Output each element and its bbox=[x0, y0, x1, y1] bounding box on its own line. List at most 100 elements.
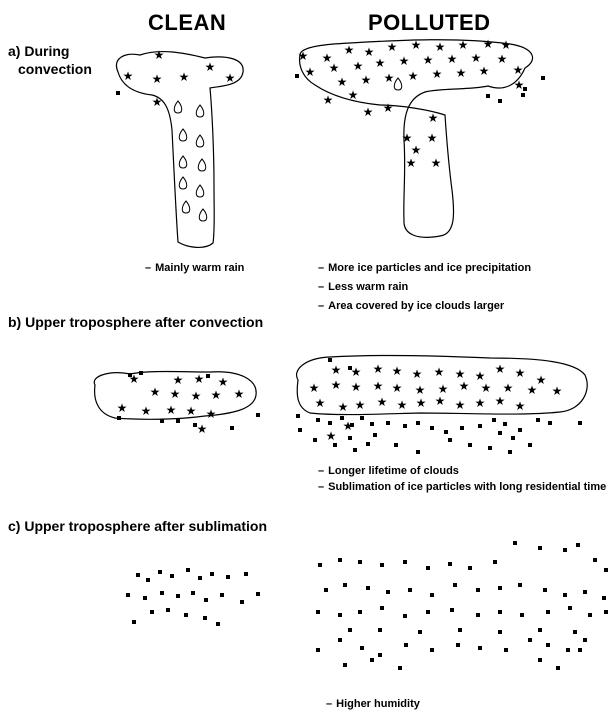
aerosol-square-dot-icon bbox=[348, 366, 352, 370]
aerosol-square-dot-icon bbox=[170, 574, 174, 578]
ice-particle-star-icon: ★ bbox=[411, 38, 422, 52]
aerosol-square-dot-icon bbox=[220, 593, 224, 597]
ice-particle-star-icon: ★ bbox=[315, 396, 326, 410]
ice-particle-star-icon: ★ bbox=[305, 65, 316, 79]
note-clean-a: –Mainly warm rain bbox=[145, 262, 244, 274]
ice-particle-star-icon: ★ bbox=[447, 52, 458, 66]
aerosol-square-dot-icon bbox=[343, 583, 347, 587]
ice-particle-star-icon: ★ bbox=[117, 401, 128, 415]
aerosol-square-dot-icon bbox=[333, 443, 337, 447]
ice-particle-star-icon: ★ bbox=[234, 387, 245, 401]
ice-particle-star-icon: ★ bbox=[383, 101, 394, 115]
aerosol-square-dot-icon bbox=[316, 648, 320, 652]
ice-particle-star-icon: ★ bbox=[351, 365, 362, 379]
ice-particle-star-icon: ★ bbox=[406, 156, 417, 170]
aerosol-square-dot-icon bbox=[186, 568, 190, 572]
aerosol-square-dot-icon bbox=[366, 586, 370, 590]
ice-particle-star-icon: ★ bbox=[326, 429, 337, 443]
aerosol-square-dot-icon bbox=[521, 93, 525, 97]
aerosol-square-dot-icon bbox=[528, 638, 532, 642]
aerosol-square-dot-icon bbox=[244, 572, 248, 576]
ice-particle-star-icon: ★ bbox=[373, 379, 384, 393]
aerosol-square-dot-icon bbox=[468, 566, 472, 570]
ice-particle-star-icon: ★ bbox=[191, 389, 202, 403]
ice-particle-star-icon: ★ bbox=[483, 37, 494, 51]
ice-particle-star-icon: ★ bbox=[431, 156, 442, 170]
aerosol-square-dot-icon bbox=[340, 416, 344, 420]
aerosol-square-dot-icon bbox=[298, 428, 302, 432]
ice-particle-star-icon: ★ bbox=[552, 384, 563, 398]
ice-particle-star-icon: ★ bbox=[515, 399, 526, 413]
ice-particle-star-icon: ★ bbox=[186, 404, 197, 418]
aerosol-square-dot-icon bbox=[498, 586, 502, 590]
aerosol-square-dot-icon bbox=[203, 616, 207, 620]
ice-particle-star-icon: ★ bbox=[481, 381, 492, 395]
section-a-label: a) During convection bbox=[8, 42, 92, 78]
aerosol-square-dot-icon bbox=[576, 543, 580, 547]
aerosol-square-dot-icon bbox=[476, 613, 480, 617]
aerosol-square-dot-icon bbox=[403, 614, 407, 618]
aerosol-square-dot-icon bbox=[538, 628, 542, 632]
ice-particle-star-icon: ★ bbox=[455, 398, 466, 412]
aerosol-square-dot-icon bbox=[338, 558, 342, 562]
note-polluted-b-2: –Sublimation of ice particles with long … bbox=[318, 481, 606, 493]
aerosol-square-dot-icon bbox=[593, 558, 597, 562]
ice-particle-star-icon: ★ bbox=[497, 52, 508, 66]
ice-particle-star-icon: ★ bbox=[298, 49, 309, 63]
ice-particle-star-icon: ★ bbox=[353, 59, 364, 73]
aerosol-square-dot-icon bbox=[116, 91, 120, 95]
aerosol-square-dot-icon bbox=[548, 421, 552, 425]
ice-particle-star-icon: ★ bbox=[475, 396, 486, 410]
aerosol-square-dot-icon bbox=[430, 426, 434, 430]
aerosol-square-dot-icon bbox=[378, 653, 382, 657]
ice-particle-star-icon: ★ bbox=[166, 403, 177, 417]
section-a-label-line1: a) During bbox=[8, 42, 92, 60]
ice-particle-star-icon: ★ bbox=[527, 383, 538, 397]
aerosol-square-dot-icon bbox=[448, 438, 452, 442]
ice-particle-star-icon: ★ bbox=[399, 54, 410, 68]
aerosol-square-dot-icon bbox=[520, 613, 524, 617]
aerosol-square-dot-icon bbox=[578, 421, 582, 425]
aerosol-square-dot-icon bbox=[478, 424, 482, 428]
aerosol-square-dot-icon bbox=[380, 563, 384, 567]
aerosol-square-dot-icon bbox=[166, 608, 170, 612]
ice-particle-star-icon: ★ bbox=[323, 93, 334, 107]
column-heading-clean: CLEAN bbox=[148, 10, 226, 36]
ice-particle-star-icon: ★ bbox=[337, 75, 348, 89]
aerosol-square-dot-icon bbox=[511, 436, 515, 440]
ice-particle-star-icon: ★ bbox=[154, 48, 165, 62]
ice-particle-star-icon: ★ bbox=[427, 131, 438, 145]
aerosol-square-dot-icon bbox=[430, 593, 434, 597]
aerosol-square-dot-icon bbox=[324, 588, 328, 592]
ice-particle-star-icon: ★ bbox=[435, 394, 446, 408]
ice-particle-star-icon: ★ bbox=[397, 398, 408, 412]
aerosol-square-dot-icon bbox=[563, 548, 567, 552]
aerosol-square-dot-icon bbox=[453, 583, 457, 587]
aerosol-square-dot-icon bbox=[126, 593, 130, 597]
aerosol-square-dot-icon bbox=[360, 416, 364, 420]
ice-particle-star-icon: ★ bbox=[387, 40, 398, 54]
aerosol-square-dot-icon bbox=[426, 566, 430, 570]
ice-particle-star-icon: ★ bbox=[415, 383, 426, 397]
aerosol-square-dot-icon bbox=[518, 583, 522, 587]
rain-drop-icon bbox=[179, 156, 187, 168]
aerosol-square-dot-icon bbox=[408, 588, 412, 592]
rain-drop-icon bbox=[174, 101, 182, 113]
rain-drop-icon bbox=[182, 201, 190, 213]
aerosol-square-dot-icon bbox=[380, 606, 384, 610]
section-a-label-line2: convection bbox=[8, 60, 92, 78]
aerosol-square-dot-icon bbox=[378, 628, 382, 632]
aerosol-square-dot-icon bbox=[136, 573, 140, 577]
note-polluted-b-1: –Longer lifetime of clouds bbox=[318, 465, 459, 477]
note-polluted-c-1: –Higher humidity bbox=[326, 698, 420, 710]
aerosol-square-dot-icon bbox=[117, 416, 121, 420]
rain-drop-icon bbox=[196, 105, 204, 117]
ice-particle-star-icon: ★ bbox=[225, 71, 236, 85]
aerosol-square-dot-icon bbox=[541, 76, 545, 80]
ice-particle-star-icon: ★ bbox=[123, 69, 134, 83]
aerosol-square-dot-icon bbox=[398, 666, 402, 670]
aerosol-square-dot-icon bbox=[193, 423, 197, 427]
section-c-label: c) Upper troposphere after sublimation bbox=[8, 517, 267, 535]
ice-particle-star-icon: ★ bbox=[338, 400, 349, 414]
